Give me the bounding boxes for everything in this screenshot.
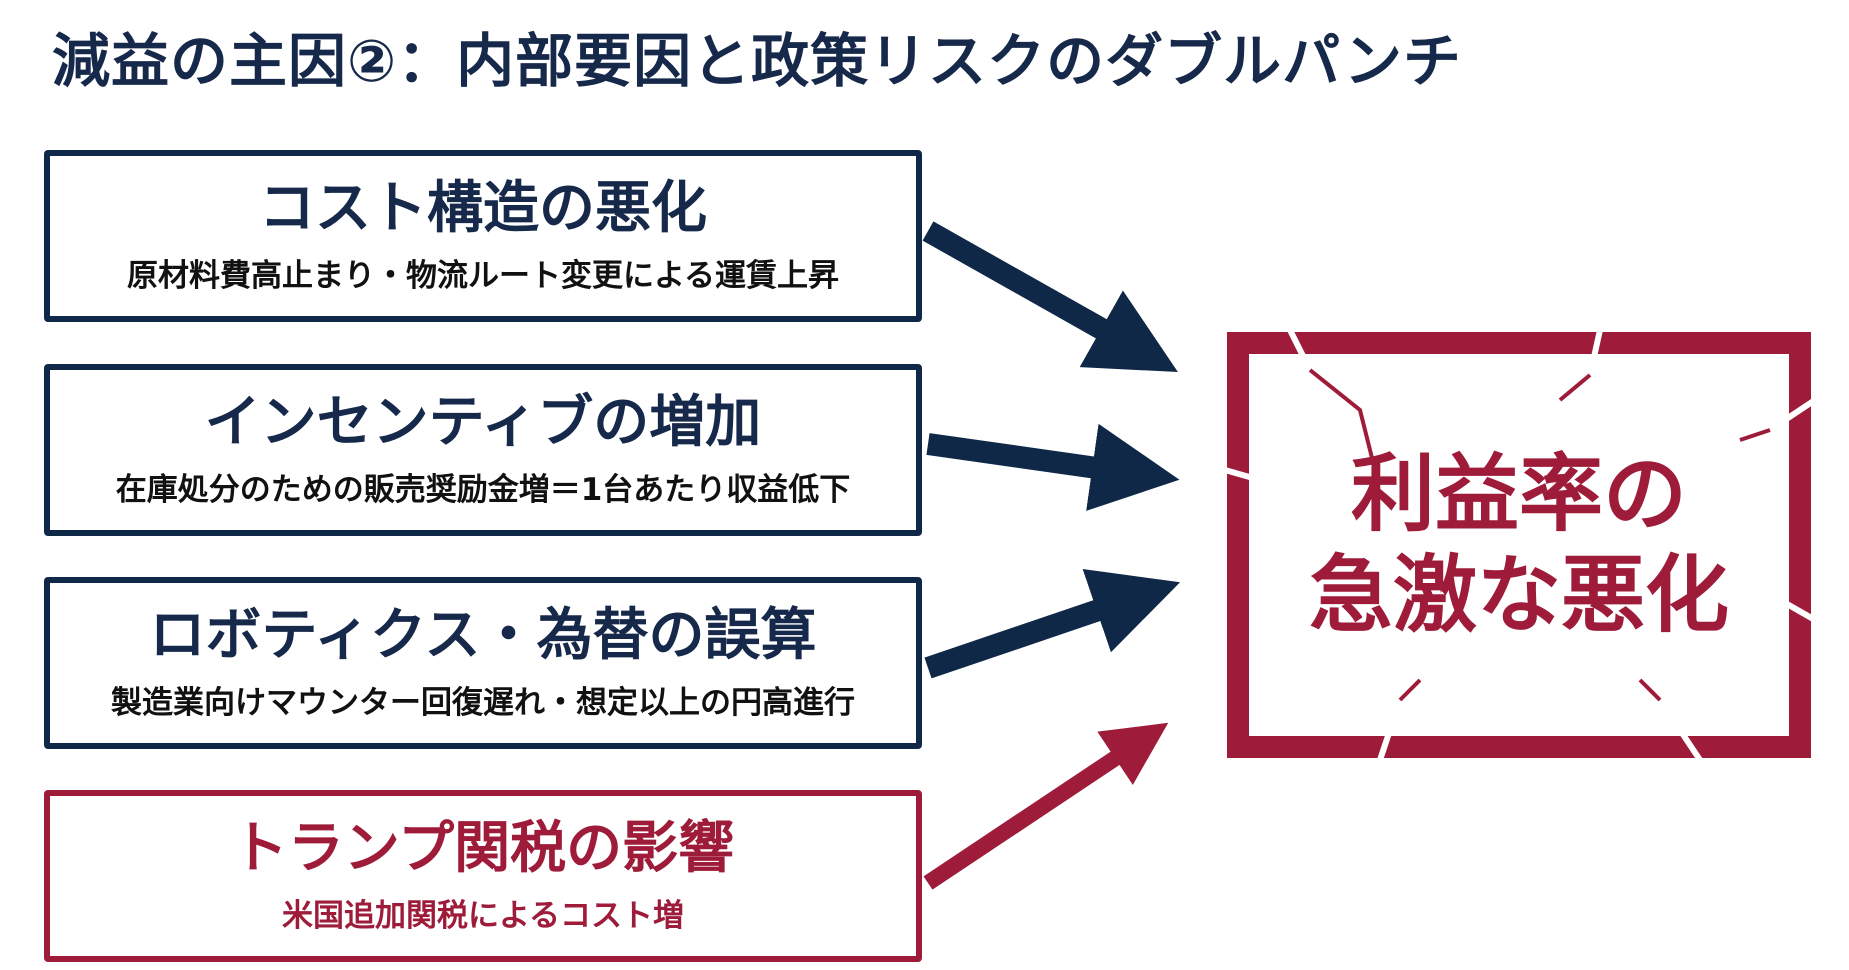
result-line-1: 利益率の [1350,445,1687,544]
cause-heading: コスト構造の悪化 [259,176,707,242]
cause-detail: 在庫処分のための販売奨励金増＝1台あたり収益低下 [115,471,851,508]
arrow-3 [924,568,1181,679]
cause-box-tariffs: トランプ関税の影響 米国追加関税によるコスト増 [44,790,922,962]
result-line-2: 急激な悪化 [1308,546,1729,644]
cause-box-robotics-fx: ロボティクス・為替の誤算 製造業向けマウンター回復遅れ・想定以上の円高進行 [44,577,922,749]
cause-detail: 米国追加関税によるコスト増 [281,897,685,934]
cause-detail: 製造業向けマウンター回復遅れ・想定以上の円高進行 [111,684,855,721]
cause-heading: トランプ関税の影響 [231,816,735,882]
cause-heading: ロボティクス・為替の誤算 [149,603,817,669]
page-title: 減益の主因②：内部要因と政策リスクのダブルパンチ [52,27,1463,95]
cracked-frame [1224,328,1817,762]
cause-box-cost-structure: コスト構造の悪化 原材料費高止まり・物流ルート変更による運賃上昇 [44,150,922,322]
cause-box-incentives: インセンティブの増加 在庫処分のための販売奨励金増＝1台あたり収益低下 [44,364,922,536]
arrow-1 [922,221,1178,373]
cause-detail: 原材料費高止まり・物流ルート変更による運賃上昇 [126,257,840,294]
arrow-2 [926,423,1180,511]
cause-heading: インセンティブの増加 [204,390,762,456]
arrow-4 [923,722,1169,890]
result-box: 利益率の 急激な悪化 [1227,332,1811,758]
